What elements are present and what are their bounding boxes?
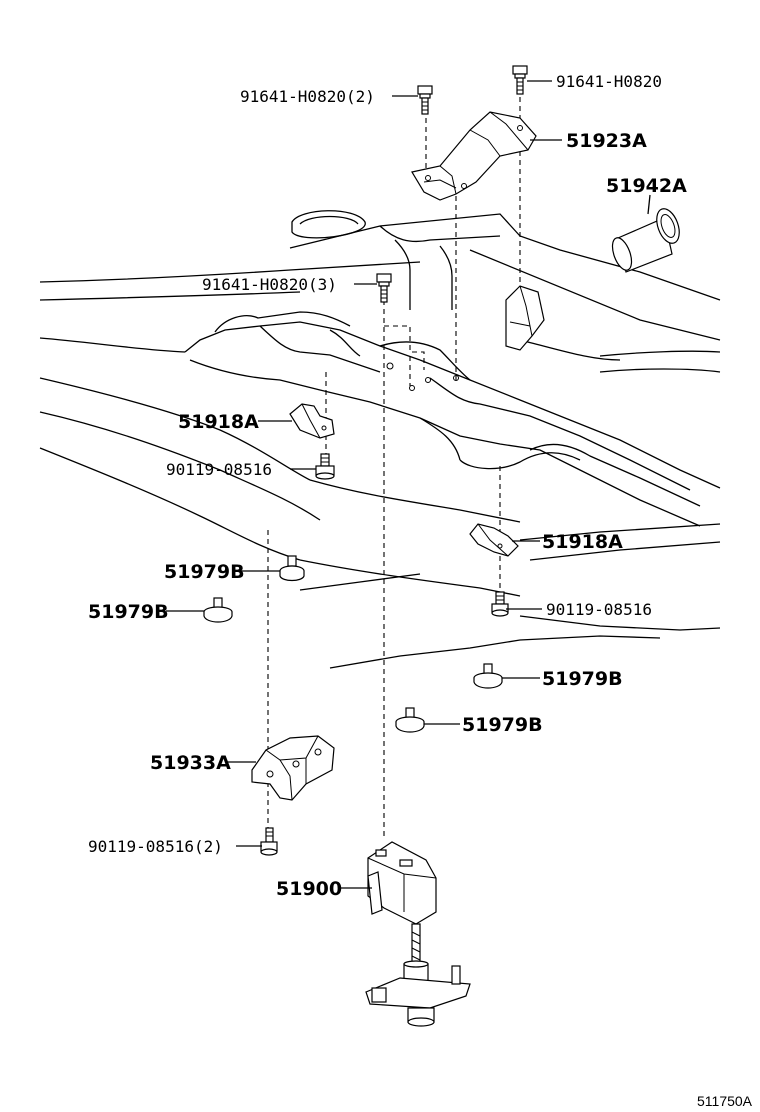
label-bolt-90119-bottom: 90119-08516(2): [88, 837, 223, 856]
bushing-51979-icon-1: [279, 555, 305, 582]
bolt-90119-right-icon: [491, 591, 509, 617]
label-bracket-51933: 51933A: [150, 752, 231, 774]
bolt-91641-icon-b: [512, 65, 528, 95]
leader-lines: [166, 80, 651, 889]
part-labels: 91641-H0820(2) 91641-H0820 51923A 51942A…: [88, 72, 753, 1109]
bolt-90119-left-icon: [315, 453, 335, 480]
bushing-51979-icon-2: [203, 597, 233, 623]
label-clip-right: 51918A: [542, 531, 623, 553]
cap-51942-icon: [611, 208, 680, 273]
bracket-51923-icon: [411, 111, 537, 201]
chassis-frame: [39, 210, 721, 669]
label-carrier: 51900: [276, 878, 342, 900]
bracket-51933-icon: [251, 735, 335, 801]
label-bushing-3: 51979B: [542, 668, 623, 690]
bushing-51979-icon-3: [473, 663, 503, 689]
bolt-90119-bottom-icon: [260, 827, 278, 856]
reference-code: 511750A: [697, 1093, 753, 1109]
label-bushing-2: 51979B: [88, 601, 169, 623]
clip-51918-left-icon: [289, 403, 335, 439]
bushing-51979-icon-4: [395, 707, 425, 733]
label-bolt-90119-left: 90119-08516: [166, 460, 272, 479]
label-bolt-top-right: 91641-H0820: [556, 72, 662, 91]
hanger-bracket-icon: [505, 285, 545, 351]
label-bushing-1: 51979B: [164, 561, 245, 583]
bolt-91641-icon-c: [376, 273, 392, 303]
label-bracket-upper: 51923A: [566, 130, 647, 152]
label-bolt-top-left: 91641-H0820(2): [240, 87, 375, 106]
label-bolt-90119-right: 90119-08516: [546, 600, 652, 619]
label-bushing-4: 51979B: [462, 714, 543, 736]
label-bolt-mid: 91641-H0820(3): [202, 275, 337, 294]
bolt-91641-icon-a: [417, 85, 433, 115]
spare-carrier-51900-icon: [365, 841, 471, 1027]
label-clip-left: 51918A: [178, 411, 259, 433]
label-cap-51942: 51942A: [606, 175, 687, 197]
clip-51918-right-icon: [469, 523, 519, 557]
